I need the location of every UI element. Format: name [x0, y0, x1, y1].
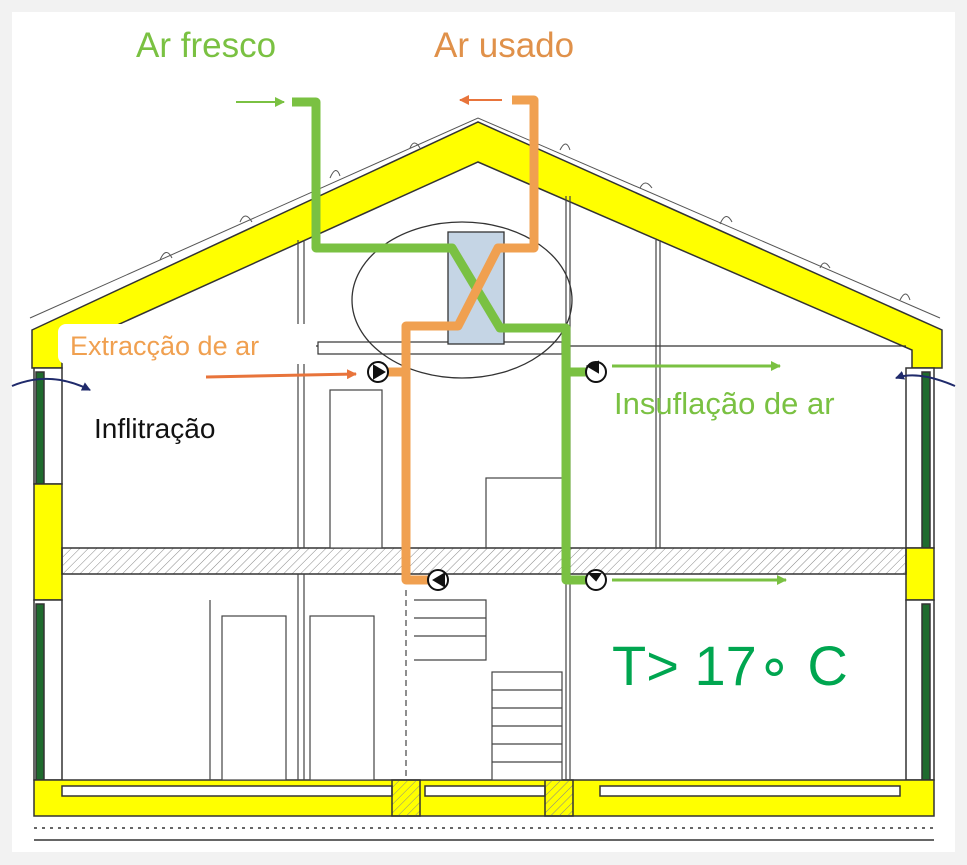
- insufflation-label: Insuflação de ar: [614, 386, 835, 421]
- extraction-arrow: [205, 369, 357, 380]
- infiltration-arrow-left: [11, 377, 91, 391]
- right-wall: [905, 367, 935, 781]
- fan-icon: [367, 361, 389, 383]
- door-lower-left: [221, 615, 287, 781]
- doors: [221, 389, 567, 781]
- roof-sketch: [29, 117, 941, 319]
- staircase: [405, 590, 563, 781]
- heat-exchanger-zone: [351, 221, 573, 379]
- door-upper: [329, 389, 383, 549]
- temperature-label: T> 17∘ C: [612, 634, 848, 697]
- fresh-air-label: Ar fresco: [136, 26, 276, 65]
- fan-icon: [585, 569, 607, 591]
- ground-slab: [33, 779, 935, 841]
- left-wall: [33, 367, 63, 781]
- extraction-label: Extracção de ar: [70, 331, 259, 361]
- fan-icon: [427, 569, 449, 591]
- floor-slab: [61, 547, 907, 575]
- door-lower-right: [309, 615, 375, 781]
- infiltration-label: Inflitração: [94, 413, 215, 444]
- extraction-label-box: [58, 324, 316, 364]
- infiltration-arrow-right: [895, 371, 956, 387]
- used-air-label: Ar usado: [434, 26, 574, 65]
- fan-icon: [585, 360, 607, 383]
